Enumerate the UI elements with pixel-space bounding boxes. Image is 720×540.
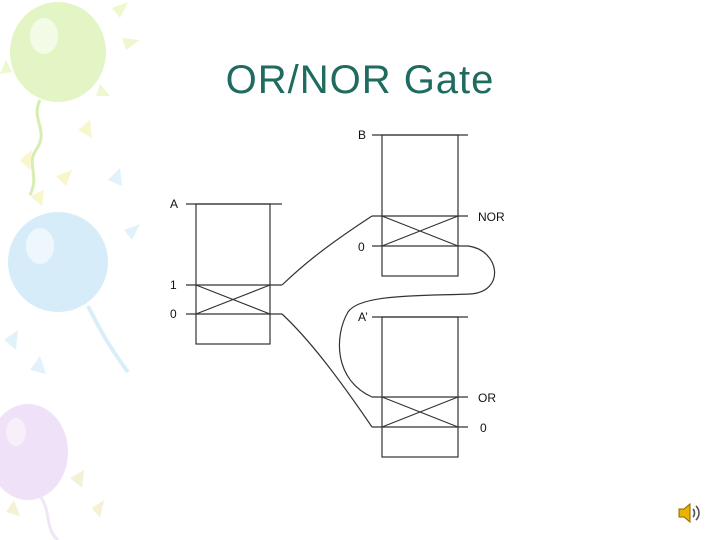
green-balloon xyxy=(0,2,140,196)
wire-a0-to-or-zero xyxy=(281,313,373,428)
label-or-output: OR xyxy=(478,391,496,405)
relay-a-prime-body xyxy=(381,316,459,458)
wire-nor-zero-to-or xyxy=(338,245,496,398)
relay-a-cross-2 xyxy=(195,284,271,315)
purple-balloon xyxy=(0,404,104,540)
sparkle-decoration xyxy=(20,120,92,206)
slide-title: OR/NOR Gate xyxy=(225,58,495,102)
speaker-icon[interactable] xyxy=(676,500,702,531)
label-a-one: 1 xyxy=(170,278,177,292)
relay-a xyxy=(186,203,282,345)
relay-a-body xyxy=(195,203,271,345)
relay-a-prime xyxy=(372,316,468,458)
relay-b xyxy=(372,134,468,277)
label-or-zero: 0 xyxy=(480,421,487,435)
label-nor-output: NOR xyxy=(478,210,505,224)
label-nor-zero: 0 xyxy=(358,240,365,254)
relay-a-prime-cross-2 xyxy=(381,396,459,428)
blue-balloon xyxy=(4,168,140,374)
label-input-a: A xyxy=(170,197,178,211)
label-a-zero: 0 xyxy=(170,307,177,321)
label-input-b: B xyxy=(358,128,366,142)
wire-a1-to-nor xyxy=(281,215,373,286)
relay-b-cross-2 xyxy=(381,215,459,247)
label-a-prime: A’ xyxy=(358,310,368,324)
relay-b-body xyxy=(381,134,459,277)
